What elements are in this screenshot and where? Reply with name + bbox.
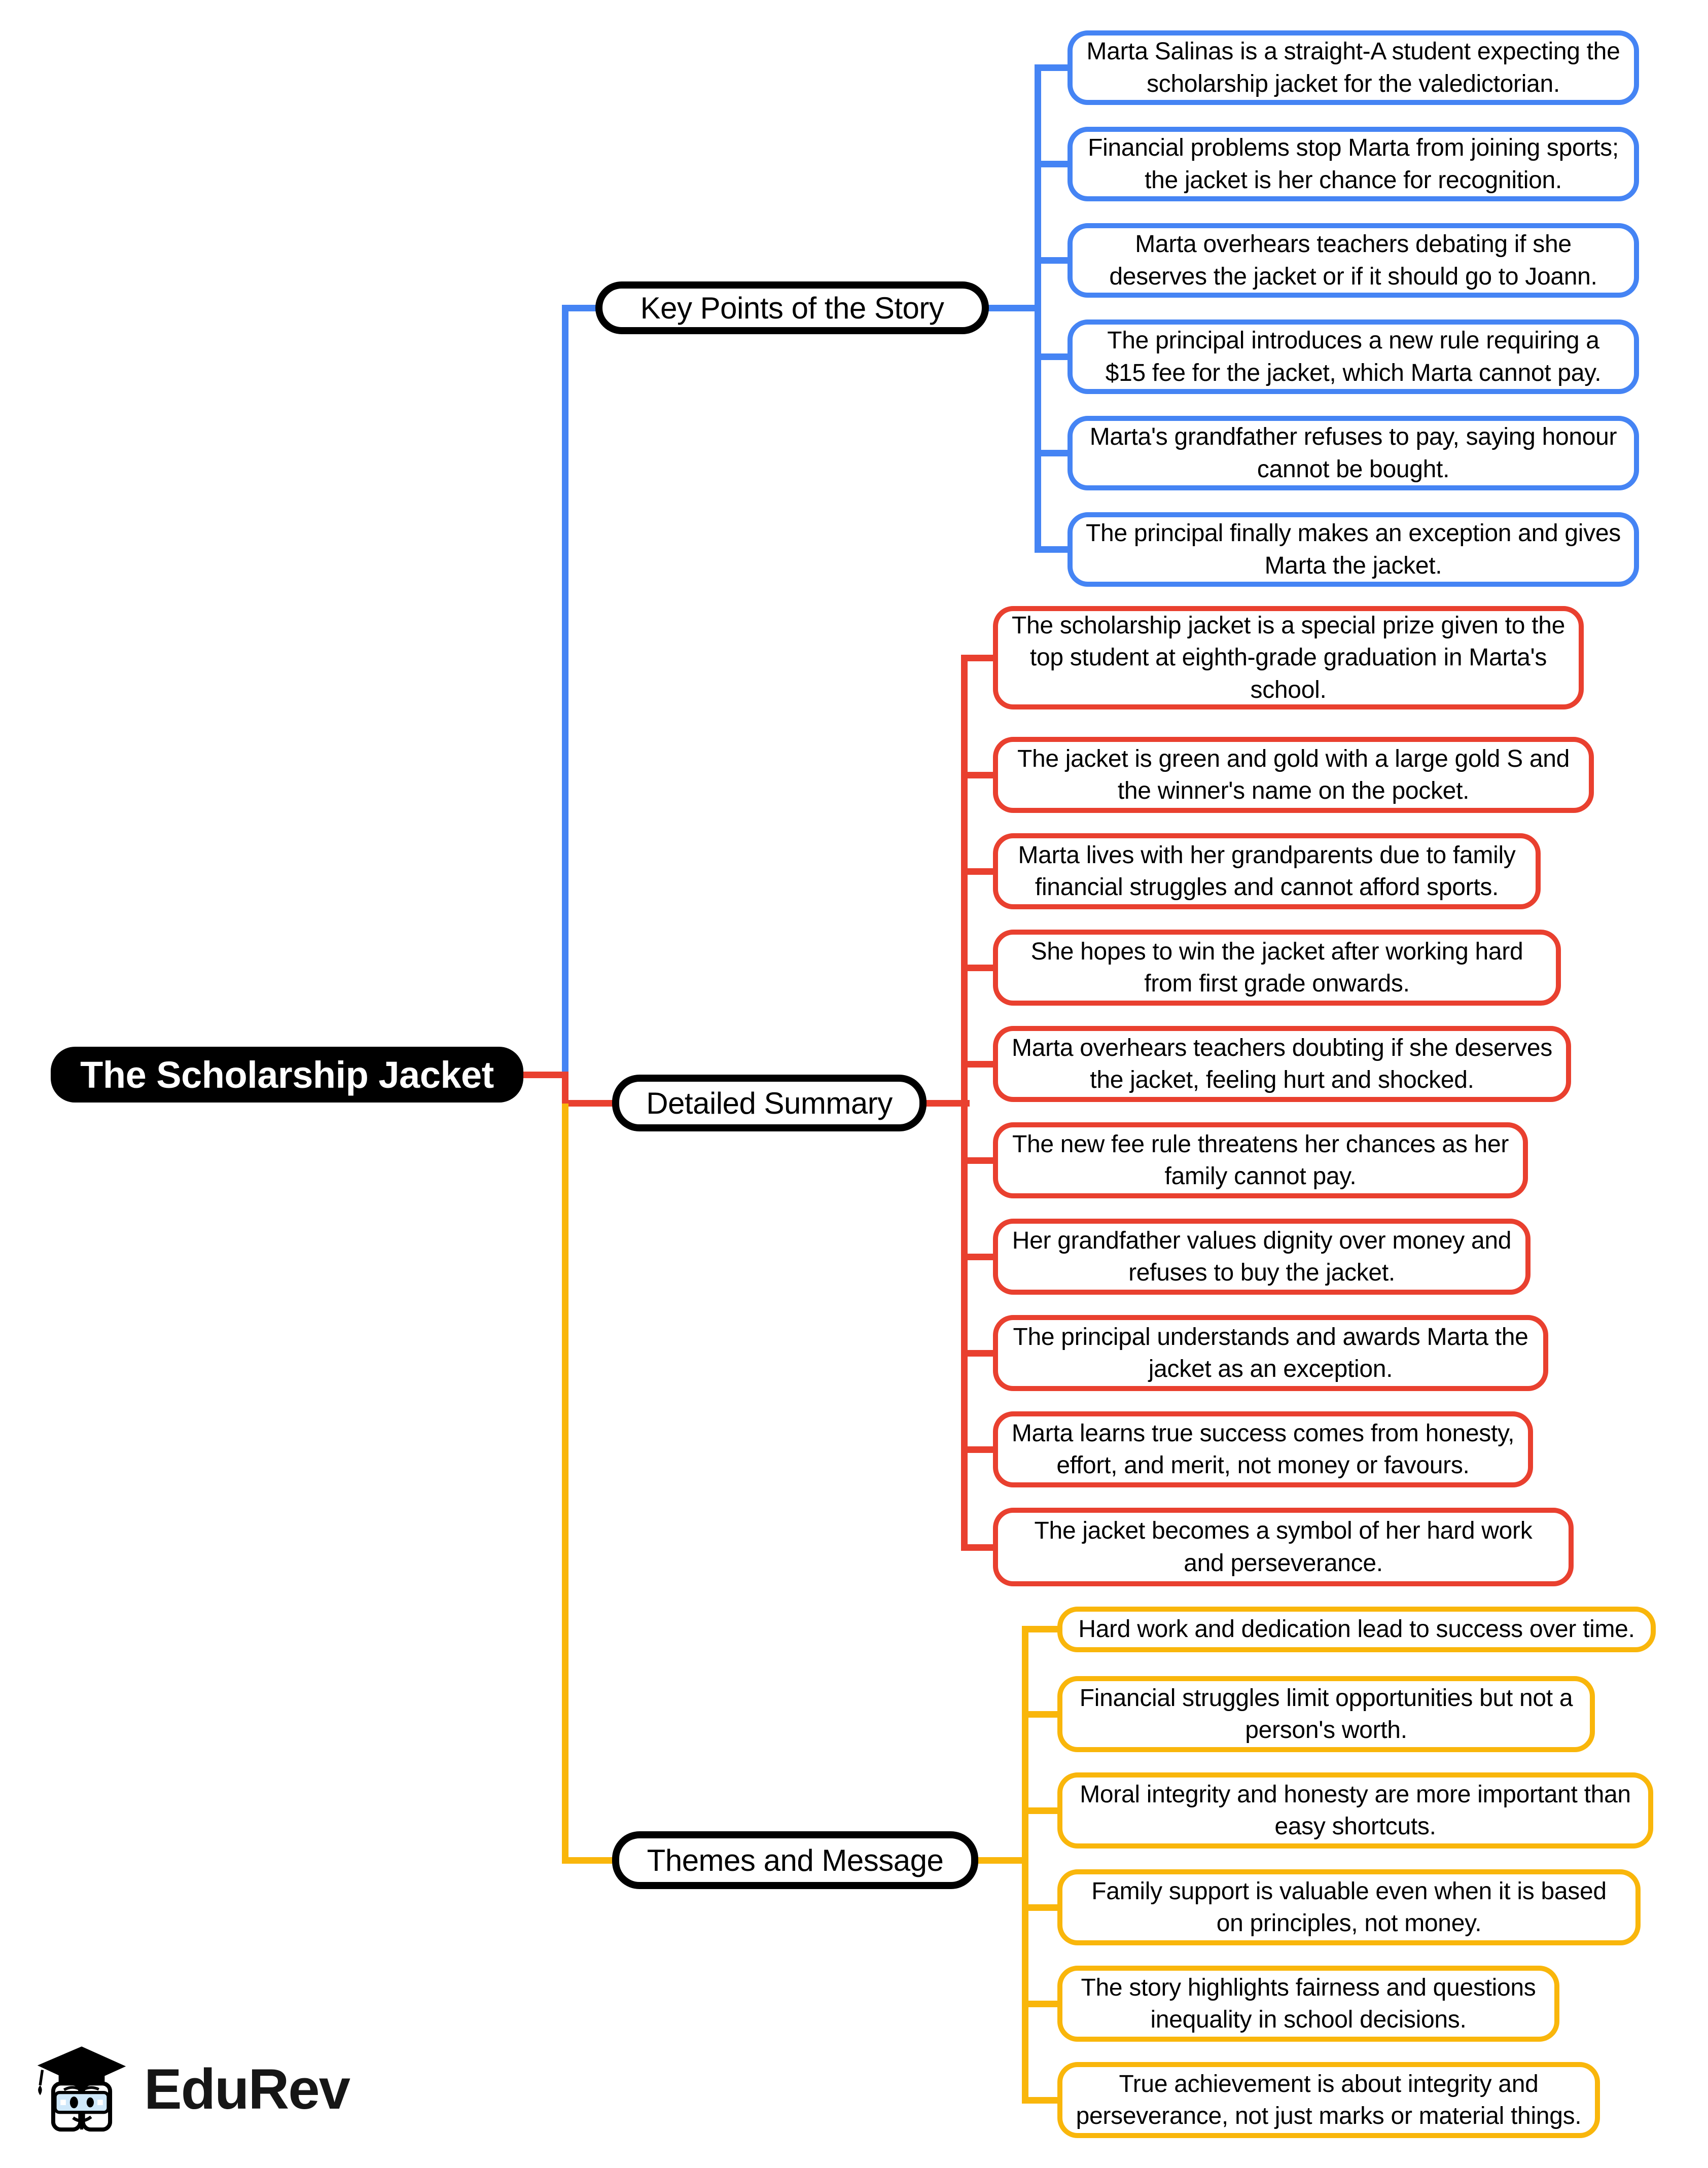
leaf-node[interactable]: Marta learns true success comes from hon… bbox=[993, 1411, 1533, 1487]
connector-red-stub bbox=[961, 655, 998, 661]
connector-blue-stub bbox=[1035, 546, 1070, 553]
connector-red-stub bbox=[961, 1446, 998, 1453]
connector-yellow-stub bbox=[1022, 1807, 1061, 1814]
leaf-node[interactable]: The principal finally makes an exception… bbox=[1068, 512, 1639, 587]
leaf-node[interactable]: The new fee rule threatens her chances a… bbox=[993, 1122, 1528, 1198]
leaf-node[interactable]: The story highlights fairness and questi… bbox=[1057, 1966, 1559, 2042]
connector-blue-stub bbox=[1035, 450, 1070, 456]
connector-red-stub bbox=[961, 772, 998, 778]
connector-blue-stub bbox=[1035, 257, 1070, 264]
leaf-node[interactable]: Moral integrity and honesty are more imp… bbox=[1057, 1772, 1653, 1849]
connector-yellow-feeder bbox=[976, 1857, 1028, 1864]
connector-yellow-stub bbox=[1022, 2001, 1061, 2007]
connector-yellow-main-vertical bbox=[562, 1104, 568, 1864]
leaf-node[interactable]: Marta Salinas is a straight-A student ex… bbox=[1068, 30, 1639, 105]
connector-blue-stub bbox=[1035, 64, 1070, 71]
branch-node-detailed-summary[interactable]: Detailed Summary bbox=[612, 1075, 927, 1131]
connector-red-root-horizontal bbox=[522, 1072, 568, 1078]
connector-blue-feeder bbox=[988, 305, 1040, 311]
leaf-node[interactable]: The scholarship jacket is a special priz… bbox=[993, 606, 1584, 709]
connector-blue-trunk bbox=[1035, 64, 1041, 552]
leaf-node[interactable]: Family support is valuable even when it … bbox=[1057, 1869, 1641, 1945]
connector-red-jog-vertical bbox=[562, 1072, 568, 1107]
connector-red-trunk bbox=[961, 655, 968, 1551]
branch-node-key-points[interactable]: Key Points of the Story bbox=[595, 281, 989, 334]
connector-red-stub bbox=[961, 1061, 998, 1068]
connector-red-main-horizontal bbox=[562, 1100, 615, 1107]
connector-yellow-trunk bbox=[1022, 1626, 1028, 2103]
connector-red-stub bbox=[961, 1544, 998, 1551]
branch-node-themes[interactable]: Themes and Message bbox=[612, 1831, 978, 1889]
connector-blue-main-horizontal bbox=[562, 305, 597, 311]
connector-red-stub bbox=[961, 868, 998, 875]
leaf-node[interactable]: Financial struggles limit opportunities … bbox=[1057, 1676, 1595, 1752]
edurev-logo[interactable]: EduRev bbox=[33, 2044, 350, 2134]
edurev-wordmark: EduRev bbox=[144, 2057, 350, 2121]
leaf-node[interactable]: The principal introduces a new rule requ… bbox=[1068, 319, 1639, 394]
leaf-node[interactable]: The jacket is green and gold with a larg… bbox=[993, 737, 1594, 813]
leaf-node[interactable]: Financial problems stop Marta from joini… bbox=[1068, 127, 1639, 201]
connector-yellow-stub bbox=[1022, 1711, 1061, 1718]
connector-red-stub bbox=[961, 1157, 998, 1164]
leaf-node[interactable]: Marta overhears teachers debating if she… bbox=[1068, 223, 1639, 298]
connector-red-stub bbox=[961, 1254, 998, 1260]
connector-red-stub bbox=[961, 965, 998, 971]
root-node[interactable]: The Scholarship Jacket bbox=[51, 1047, 523, 1103]
leaf-node[interactable]: Her grandfather values dignity over mone… bbox=[993, 1219, 1531, 1295]
connector-red-stub bbox=[961, 1350, 998, 1357]
leaf-node[interactable]: Marta's grandfather refuses to pay, sayi… bbox=[1068, 416, 1639, 490]
leaf-node[interactable]: She hopes to win the jacket after workin… bbox=[993, 930, 1561, 1006]
connector-blue-stub bbox=[1035, 161, 1070, 167]
connector-blue-stub bbox=[1035, 353, 1070, 360]
leaf-node[interactable]: Hard work and dedication lead to success… bbox=[1057, 1607, 1656, 1652]
leaf-node[interactable]: The principal understands and awards Mar… bbox=[993, 1315, 1548, 1391]
connector-red-feeder bbox=[924, 1100, 970, 1107]
leaf-node[interactable]: Marta overhears teachers doubting if she… bbox=[993, 1026, 1571, 1102]
connector-yellow-stub bbox=[1022, 2097, 1061, 2104]
edurev-mascot-icon bbox=[33, 2044, 130, 2134]
leaf-node[interactable]: Marta lives with her grandparents due to… bbox=[993, 833, 1541, 909]
leaf-node[interactable]: True achievement is about integrity and … bbox=[1057, 2062, 1600, 2138]
connector-blue-main-vertical bbox=[562, 305, 568, 1075]
connector-yellow-stub bbox=[1022, 1626, 1061, 1632]
connector-yellow-main-horizontal bbox=[562, 1857, 615, 1864]
leaf-node[interactable]: The jacket becomes a symbol of her hard … bbox=[993, 1508, 1574, 1586]
connector-yellow-stub bbox=[1022, 1904, 1061, 1911]
